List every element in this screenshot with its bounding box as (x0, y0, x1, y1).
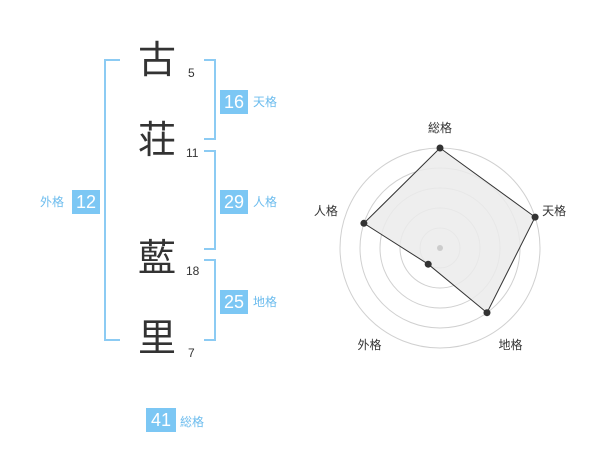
gaikaku-badge: 12 (72, 190, 100, 214)
jinkaku-badge: 29 (220, 190, 248, 214)
gaikaku-bracket-vertical (104, 59, 106, 341)
radar-axis-label-4: 外格 (357, 337, 381, 352)
chikaku-bracket-vertical (214, 259, 216, 341)
radar-point-2 (531, 213, 539, 221)
jinkaku-bracket-vertical (214, 150, 216, 250)
radar-series-area (363, 147, 536, 314)
soukaku-badge: 41 (146, 408, 176, 432)
tenkaku-badge: 16 (220, 90, 248, 114)
stroke-count-2: 11 (186, 146, 199, 160)
jinkaku-label: 人格 (253, 195, 278, 209)
radar-axis-label-3: 地格 (498, 337, 522, 352)
chikaku-label: 地格 (253, 295, 278, 309)
tenkaku-label: 天格 (253, 95, 278, 109)
gaikaku-label: 外格 (40, 195, 65, 209)
chikaku-bracket-bottom (204, 339, 216, 341)
radar-center-dot (437, 245, 443, 251)
chikaku-badge: 25 (220, 290, 248, 314)
radar-point-5 (360, 219, 368, 227)
chikaku-bracket-top (204, 259, 216, 261)
gaikaku-bracket-top (104, 59, 120, 61)
radar-axis-label-2: 天格 (542, 203, 566, 218)
tenkaku-bracket-bottom (204, 138, 216, 140)
stroke-count-3: 18 (186, 264, 200, 278)
radar-axis-label-5: 人格 (314, 203, 338, 218)
name-char-2: 荘 (137, 118, 176, 162)
radar-axis-label-1: 総格 (428, 120, 452, 135)
radar-point-1 (436, 144, 444, 152)
jinkaku-bracket-top (204, 150, 216, 152)
name-char-4: 里 (137, 316, 176, 360)
radar-point-3 (483, 309, 491, 317)
tenkaku-bracket-top (204, 59, 216, 61)
name-char-1: 古 (137, 38, 176, 82)
stroke-count-1: 5 (188, 66, 195, 80)
gaikaku-bracket-bottom (104, 339, 120, 341)
jinkaku-bracket-bottom (204, 248, 216, 250)
name-char-3: 藍 (137, 236, 176, 280)
stroke-count-4: 7 (188, 346, 195, 360)
radar-point-4 (424, 260, 432, 268)
soukaku-label: 総格 (180, 415, 205, 429)
tenkaku-bracket-vertical (214, 59, 216, 140)
